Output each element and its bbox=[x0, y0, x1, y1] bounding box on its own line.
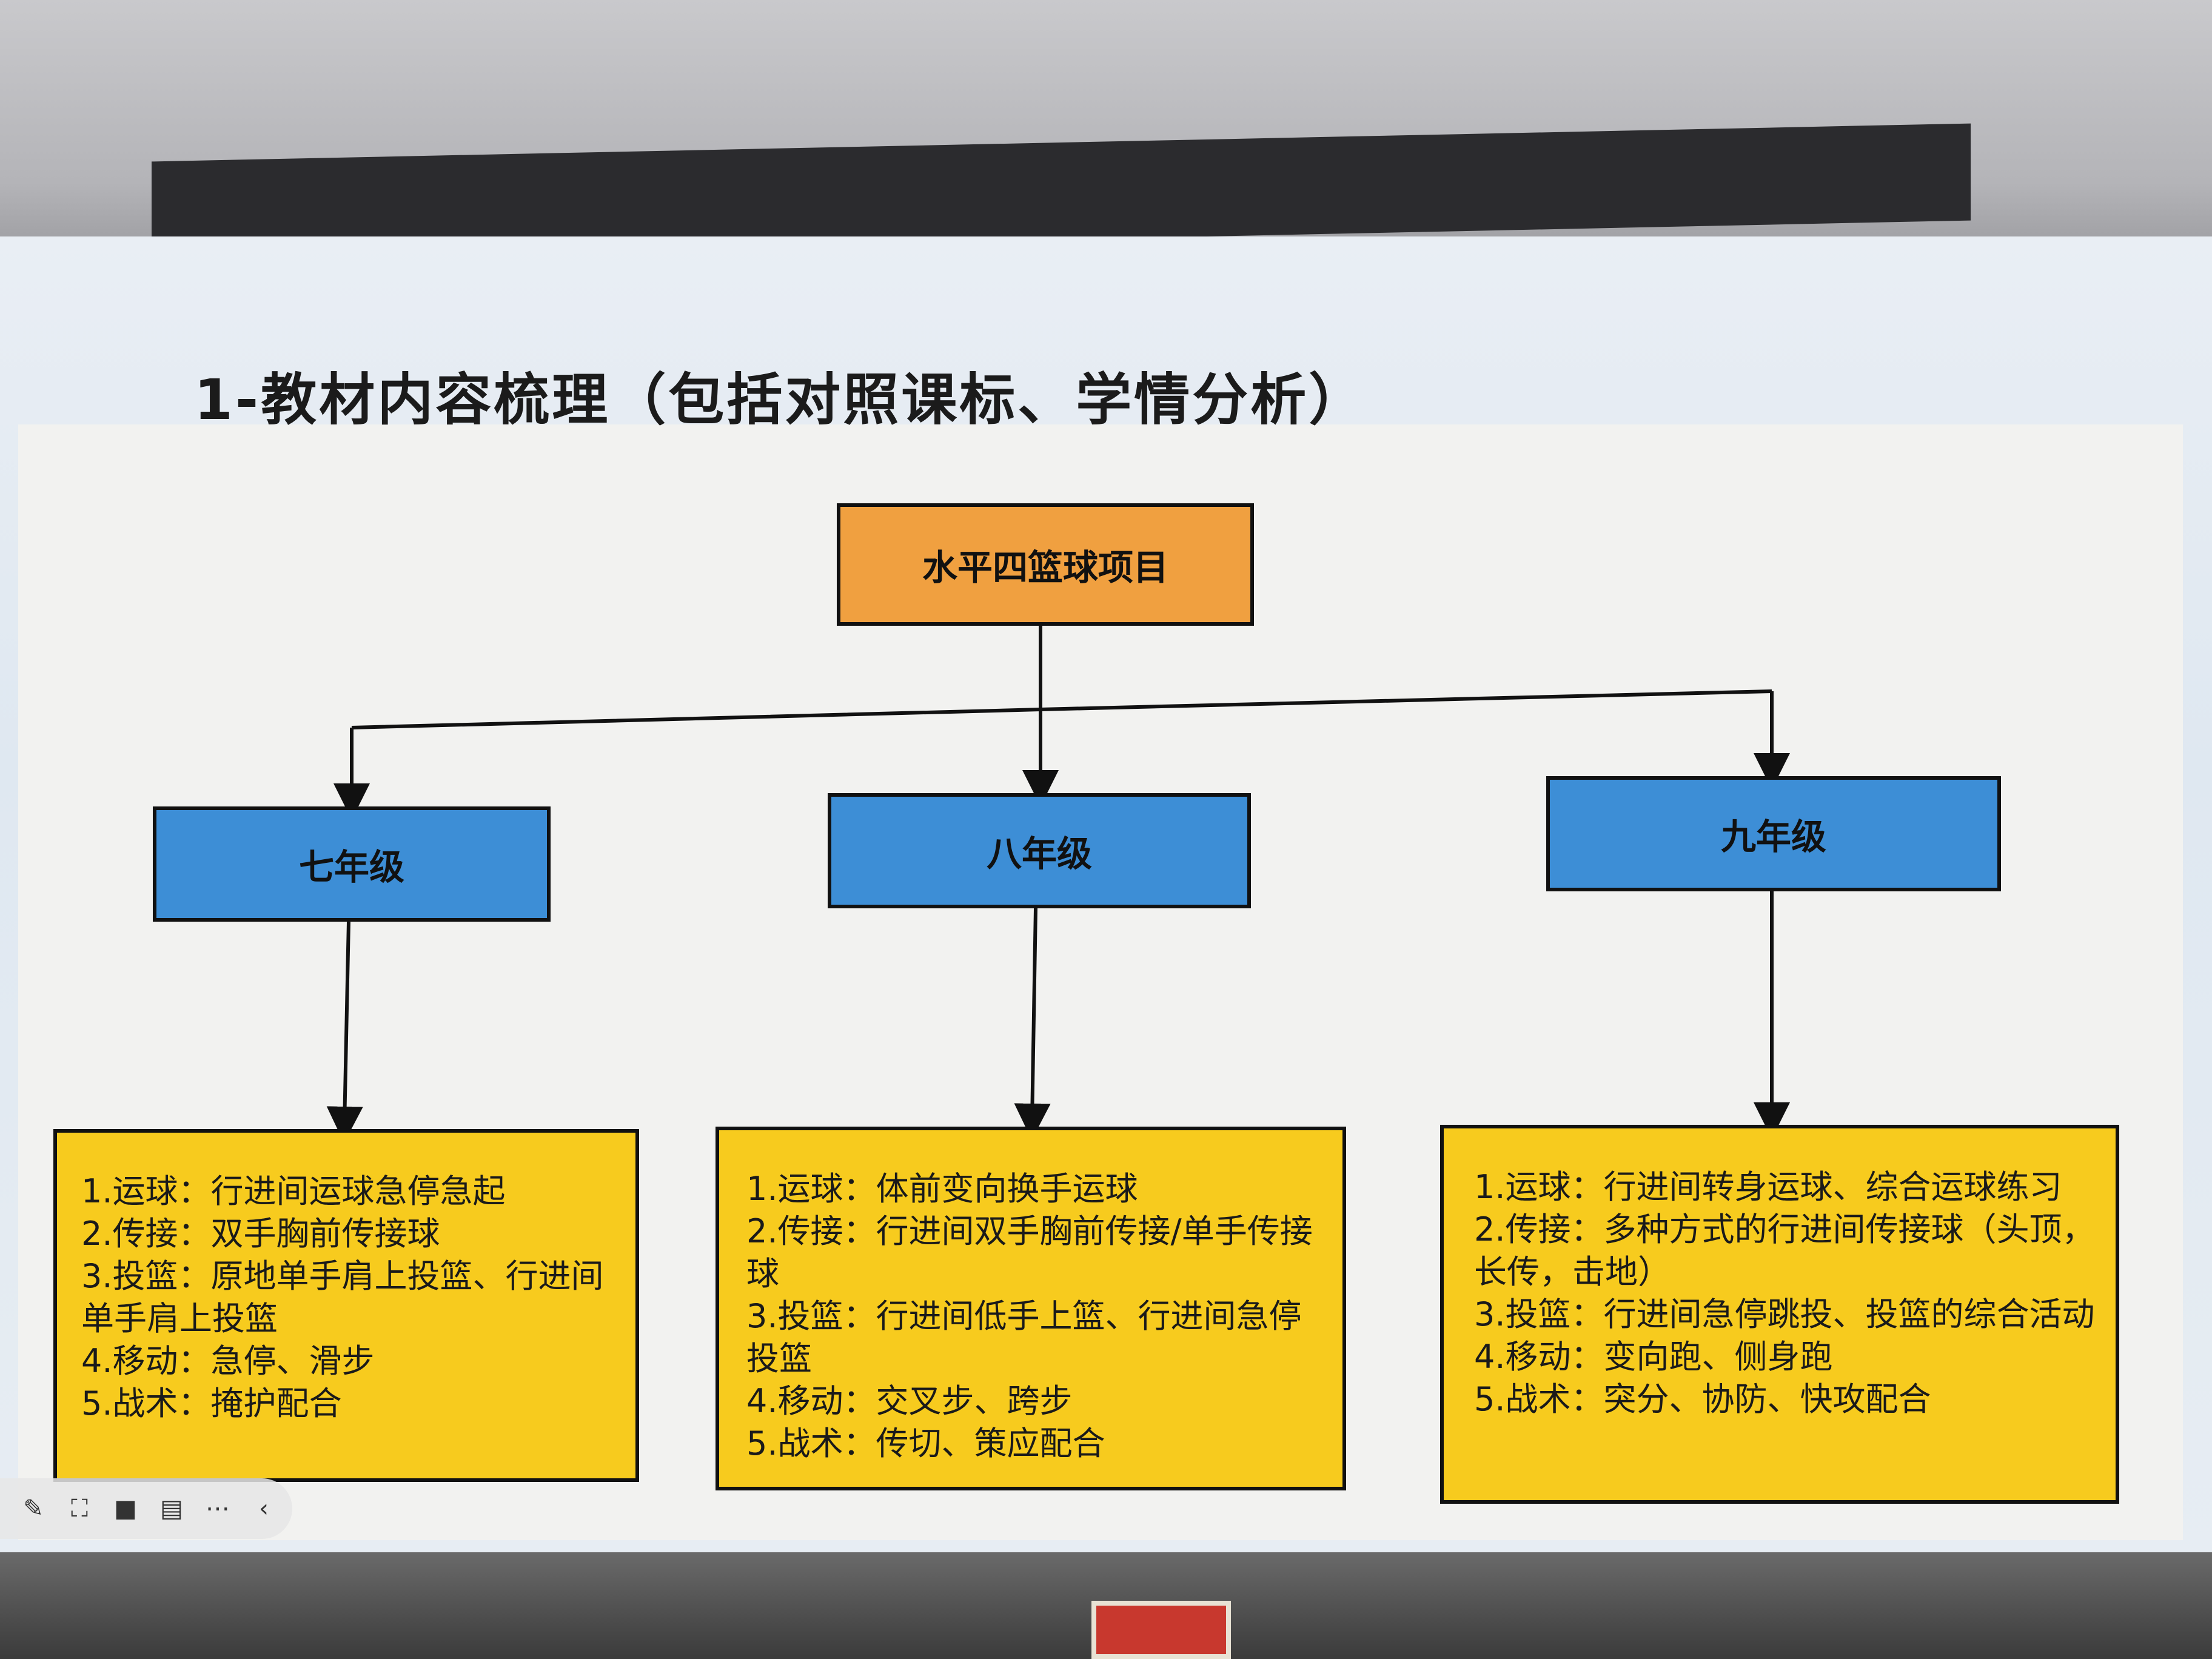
content-item: 1.运球：体前变向换手运球 bbox=[746, 1170, 1138, 1208]
content-box-eight: 1.运球：体前变向换手运球 2.传接：行进间双手胸前传接/单手传接球 3.投篮：… bbox=[716, 1127, 1346, 1490]
slide-title: 1-教材内容梳理（包括对照课标、学情分析） bbox=[194, 367, 1367, 432]
content-item: 3.投篮：原地单手肩上投篮、行进间单手肩上投篮 bbox=[81, 1257, 604, 1338]
grade-node-nine: 九年级 bbox=[1546, 776, 2001, 891]
content-item: 2.传接：多种方式的行进间传接球（头顶，长传，击地） bbox=[1474, 1210, 2095, 1291]
content-box-seven: 1.运球：行进间运球急停急起 2.传接：双手胸前传接球 3.投篮：原地单手肩上投… bbox=[53, 1129, 639, 1482]
grade-node-seven: 七年级 bbox=[153, 806, 551, 922]
content-item: 2.传接：行进间双手胸前传接/单手传接球 bbox=[746, 1212, 1313, 1293]
screenshot-icon[interactable]: ⛶ bbox=[71, 1495, 88, 1523]
camera-icon[interactable]: ■ bbox=[114, 1495, 137, 1523]
content-item: 5.战术：突分、协防、快攻配合 bbox=[1474, 1380, 1931, 1418]
desk-nameplate bbox=[1091, 1601, 1231, 1659]
root-node: 水平四篮球项目 bbox=[837, 503, 1254, 626]
content-item: 3.投篮：行进间低手上篮、行进间急停投篮 bbox=[746, 1297, 1302, 1378]
content-item: 1.运球：行进间转身运球、综合运球练习 bbox=[1474, 1168, 2062, 1206]
content-box-nine: 1.运球：行进间转身运球、综合运球练习 2.传接：多种方式的行进间传接球（头顶，… bbox=[1440, 1125, 2119, 1504]
presentation-toolbar: ✎ ⛶ ■ ▤ ⋯ ‹ bbox=[0, 1478, 292, 1539]
comment-icon[interactable]: ▤ bbox=[160, 1495, 183, 1523]
content-item: 4.移动：变向跑、侧身跑 bbox=[1474, 1338, 1833, 1376]
content-item: 5.战术：掩护配合 bbox=[81, 1384, 342, 1423]
pen-icon[interactable]: ✎ bbox=[23, 1495, 44, 1523]
chevron-left-icon[interactable]: ‹ bbox=[259, 1495, 269, 1523]
content-item: 1.运球：行进间运球急停急起 bbox=[81, 1172, 506, 1210]
grade-node-eight: 八年级 bbox=[828, 793, 1251, 908]
content-item: 4.移动：交叉步、跨步 bbox=[746, 1382, 1073, 1420]
content-item: 4.移动：急停、滑步 bbox=[81, 1342, 375, 1380]
more-icon[interactable]: ⋯ bbox=[206, 1495, 230, 1523]
content-item: 2.传接：双手胸前传接球 bbox=[81, 1215, 440, 1253]
content-item: 3.投篮：行进间急停跳投、投篮的综合活动 bbox=[1474, 1295, 2095, 1333]
content-item: 5.战术：传切、策应配合 bbox=[746, 1424, 1105, 1463]
